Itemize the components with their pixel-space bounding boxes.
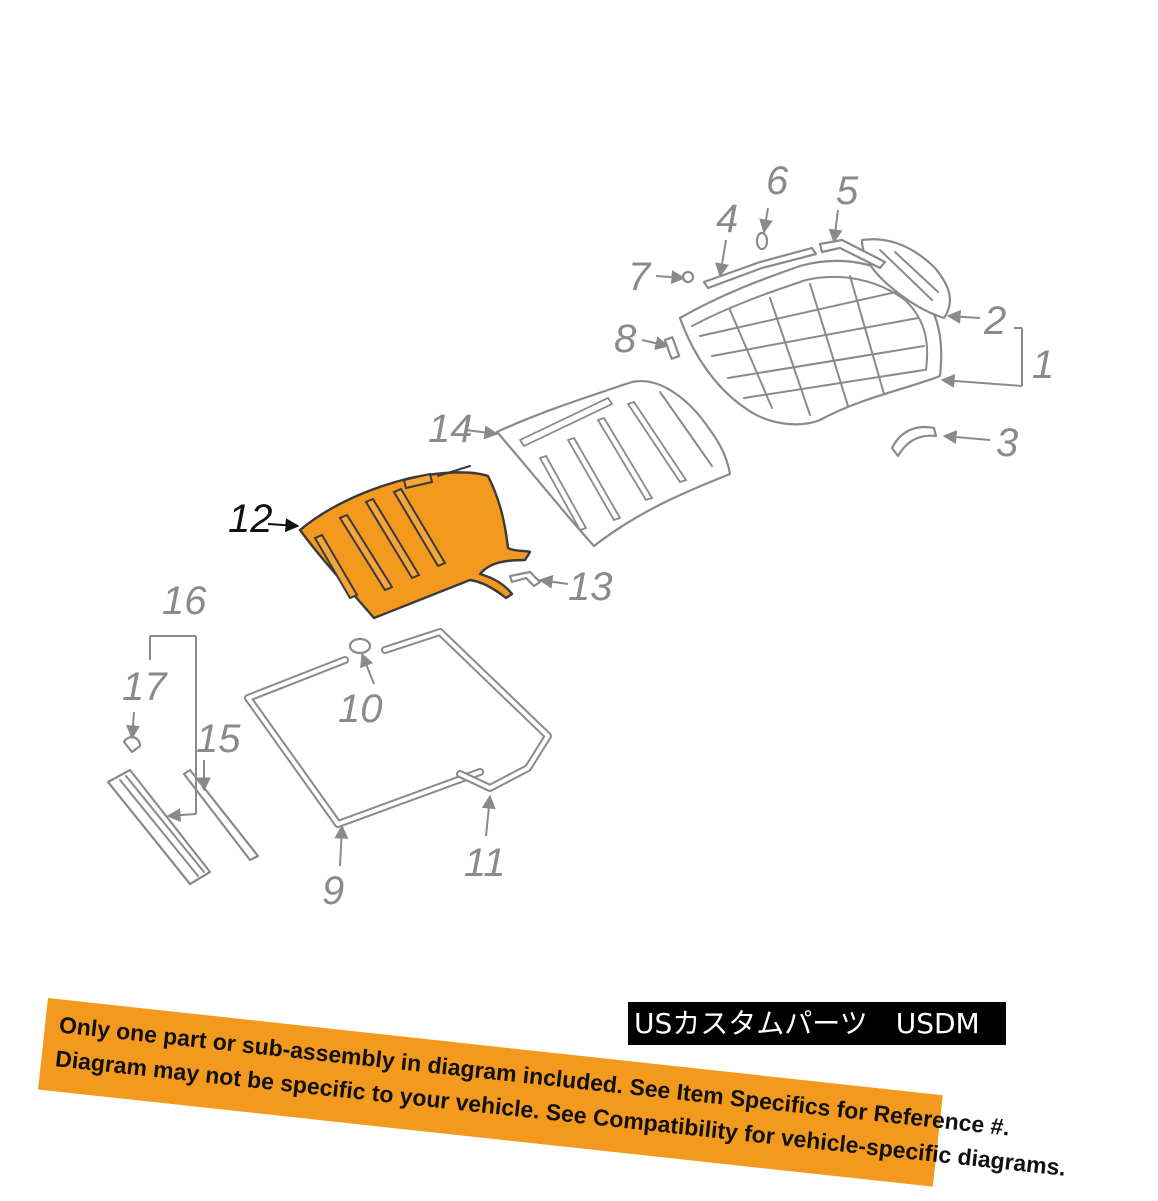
callout-9: 9 [322,869,344,913]
callout-1: 1 [1032,343,1054,387]
callout-7: 7 [628,255,652,299]
callout-4: 4 [716,197,738,241]
callout-6: 6 [766,159,789,203]
part-10-seal [348,637,372,655]
callout-3: 3 [996,421,1018,465]
part-12-roof-panel [298,465,532,620]
callout-17: 17 [122,665,168,709]
part-9-weatherstrip [244,656,484,828]
seller-tag: USカスタムパーツ USDM [628,1002,1006,1045]
part-11-weatherstrip [381,628,552,792]
callout-16: 16 [162,579,207,623]
part-7-fastener [681,270,695,284]
part-2-rear-window [860,238,952,320]
part-1-hardtop-assembly [678,259,943,426]
part-15-strip [182,768,260,862]
part-4-trim-strip [702,246,818,290]
part-8-bracket [663,336,681,360]
callout-13: 13 [568,565,613,609]
part-16-panel [106,768,212,886]
callout-8: 8 [614,317,637,361]
part-6-clip [755,231,769,251]
callout-2: 2 [983,299,1006,343]
part-3-side-trim [890,425,938,458]
callout-11: 11 [464,841,506,885]
part-17-clip [122,736,142,754]
callout-5: 5 [836,169,859,213]
callout-12: 12 [228,497,273,541]
part-14-headliner [495,379,732,548]
callout-numbers: 1 2 3 4 5 6 7 8 9 10 11 12 13 14 15 16 1… [122,159,1054,913]
part-13-bracket [508,570,542,588]
parts-diagram: 1 2 3 4 5 6 7 8 9 10 11 12 13 14 15 16 1… [106,159,1054,913]
callout-15: 15 [196,717,241,761]
callout-14: 14 [428,407,473,451]
callout-10: 10 [338,687,383,731]
leader-lines [125,207,1023,867]
